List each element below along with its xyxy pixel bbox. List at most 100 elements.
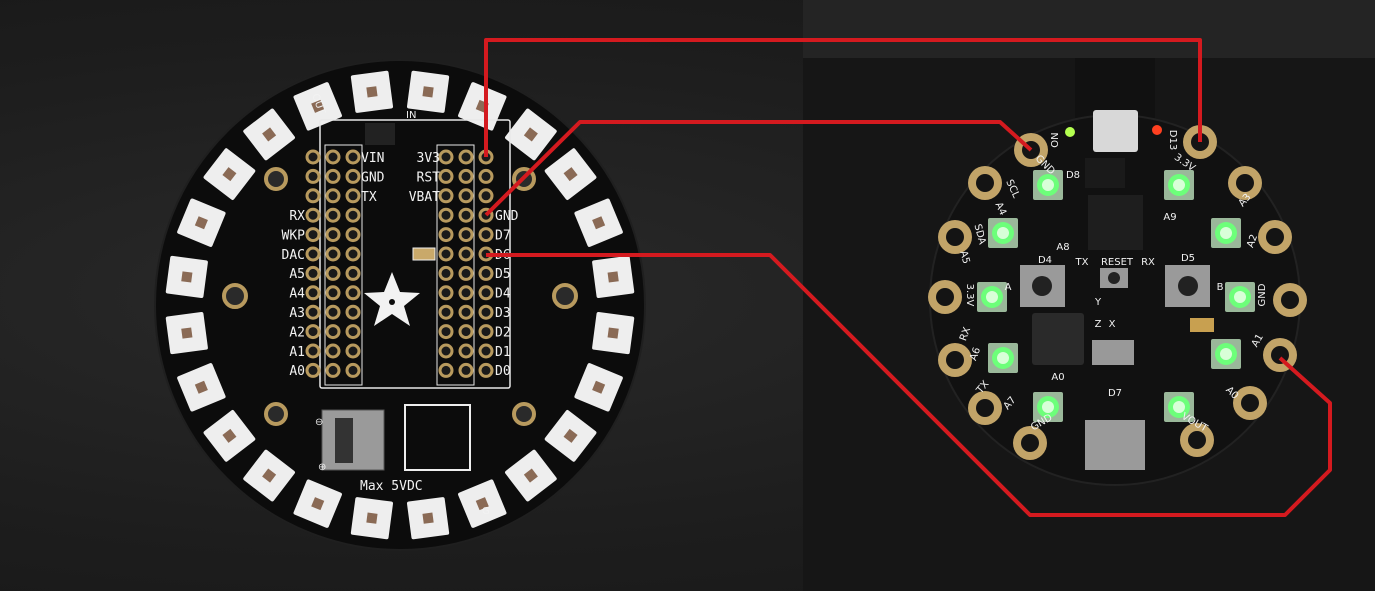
header-hole — [478, 188, 494, 204]
alligator-pads — [928, 125, 1307, 460]
plus-symbol: ⊕ — [318, 462, 326, 473]
pin-label: D5 — [495, 267, 511, 282]
header-hole — [325, 285, 341, 301]
header-hole — [478, 343, 494, 359]
label-on: ON — [1050, 132, 1061, 147]
header-hole — [345, 149, 361, 165]
pad-label-v33-l: 3.3V — [964, 284, 975, 307]
flash-chip — [1085, 158, 1125, 188]
power-label: Max 5VDC — [360, 479, 423, 494]
micro-usb-port[interactable] — [1093, 110, 1138, 152]
header-hole — [478, 227, 494, 243]
header-hole — [305, 246, 321, 262]
pad-label-a5: A5 — [957, 250, 971, 266]
header-hole — [305, 227, 321, 243]
battery-connector[interactable] — [1085, 420, 1145, 470]
pad-label-gnd-r: GND — [1257, 283, 1268, 306]
label-a9: A9 — [1163, 212, 1176, 223]
neopixel-led — [988, 343, 1018, 373]
neopixel-led — [458, 479, 507, 528]
neopixel-ring — [165, 70, 635, 540]
minus-symbol: ⊖ — [315, 417, 323, 428]
header-hole — [438, 168, 454, 184]
pin-label: VIN — [361, 151, 384, 166]
neopixel-led — [505, 449, 557, 502]
header-hole — [305, 265, 321, 281]
header-hole — [458, 324, 474, 340]
pin-label: A2 — [289, 325, 305, 340]
neopixel-led — [177, 363, 226, 412]
background-top-strip — [803, 0, 1375, 58]
neopixel-led — [988, 218, 1018, 248]
header-hole — [458, 149, 474, 165]
neopixel-led — [1033, 170, 1063, 200]
neopixel-led — [243, 449, 295, 502]
pin-label: D0 — [495, 364, 511, 379]
mount-hole — [264, 167, 288, 191]
pad-label-sda: SDA — [971, 223, 987, 246]
header-hole — [345, 188, 361, 204]
header-hole — [345, 324, 361, 340]
in-label: IN — [406, 110, 416, 121]
header-hole — [345, 265, 361, 281]
neopixel-led — [574, 363, 623, 412]
solder-jumper — [412, 247, 436, 261]
neopixel-led — [203, 410, 256, 462]
label-d13: D13 — [1167, 130, 1178, 150]
pin-label: RST — [417, 170, 441, 185]
neopixel-led — [406, 70, 450, 113]
pin-label: A4 — [289, 287, 305, 302]
neopixel-led — [350, 70, 394, 113]
pad-label-a4: A4 — [992, 201, 1008, 218]
wire-gnd — [484, 120, 1033, 217]
neopixel-led — [293, 82, 342, 131]
header-hole — [345, 343, 361, 359]
neopixel-led — [350, 497, 394, 540]
pin-label: TX — [361, 190, 377, 205]
microcontroller-chip — [1088, 195, 1143, 250]
header-hole — [345, 246, 361, 262]
pin-label: D3 — [495, 306, 511, 321]
label-reset: RESET — [1101, 257, 1134, 268]
neopixel-led — [544, 148, 597, 200]
header-hole — [458, 227, 474, 243]
header-hole — [325, 227, 341, 243]
header-hole — [458, 188, 474, 204]
pad-label-rx: RX — [958, 326, 973, 343]
label-button-b: B — [1217, 282, 1224, 293]
neopixel-led — [1211, 218, 1241, 248]
header-hole — [438, 343, 454, 359]
header-hole — [345, 304, 361, 320]
header-hole — [305, 207, 321, 223]
header-hole — [438, 227, 454, 243]
microphone — [1190, 318, 1214, 332]
slide-switch[interactable] — [1092, 340, 1134, 365]
neopixel-led — [177, 198, 226, 247]
pin-label: VBAT — [409, 190, 440, 205]
neopixel-led — [293, 479, 342, 528]
header-hole — [458, 265, 474, 281]
label-axis-x: X — [1109, 319, 1116, 330]
pin-label: 3V3 — [417, 151, 440, 166]
neopixel-led — [1164, 392, 1194, 422]
label-a8: A8 — [1056, 242, 1069, 253]
header-hole — [325, 324, 341, 340]
pad-label-a6: A6 — [968, 346, 983, 362]
header-hole — [458, 362, 474, 378]
neopixel-led — [592, 255, 635, 299]
label-axis-y: Y — [1094, 297, 1102, 308]
header-hole — [438, 246, 454, 262]
buzzer — [1032, 313, 1084, 365]
switch-footprint — [404, 404, 471, 471]
neopixel-led — [544, 410, 597, 462]
wire-d6-a1 — [486, 253, 1332, 517]
neopixel-led — [406, 497, 450, 540]
label-d4: D4 — [1038, 255, 1052, 266]
header-hole — [458, 304, 474, 320]
header-hole — [458, 343, 474, 359]
neopixel-led — [165, 255, 208, 299]
usb-cable — [1075, 58, 1155, 118]
wire-3v3 — [484, 38, 1202, 157]
